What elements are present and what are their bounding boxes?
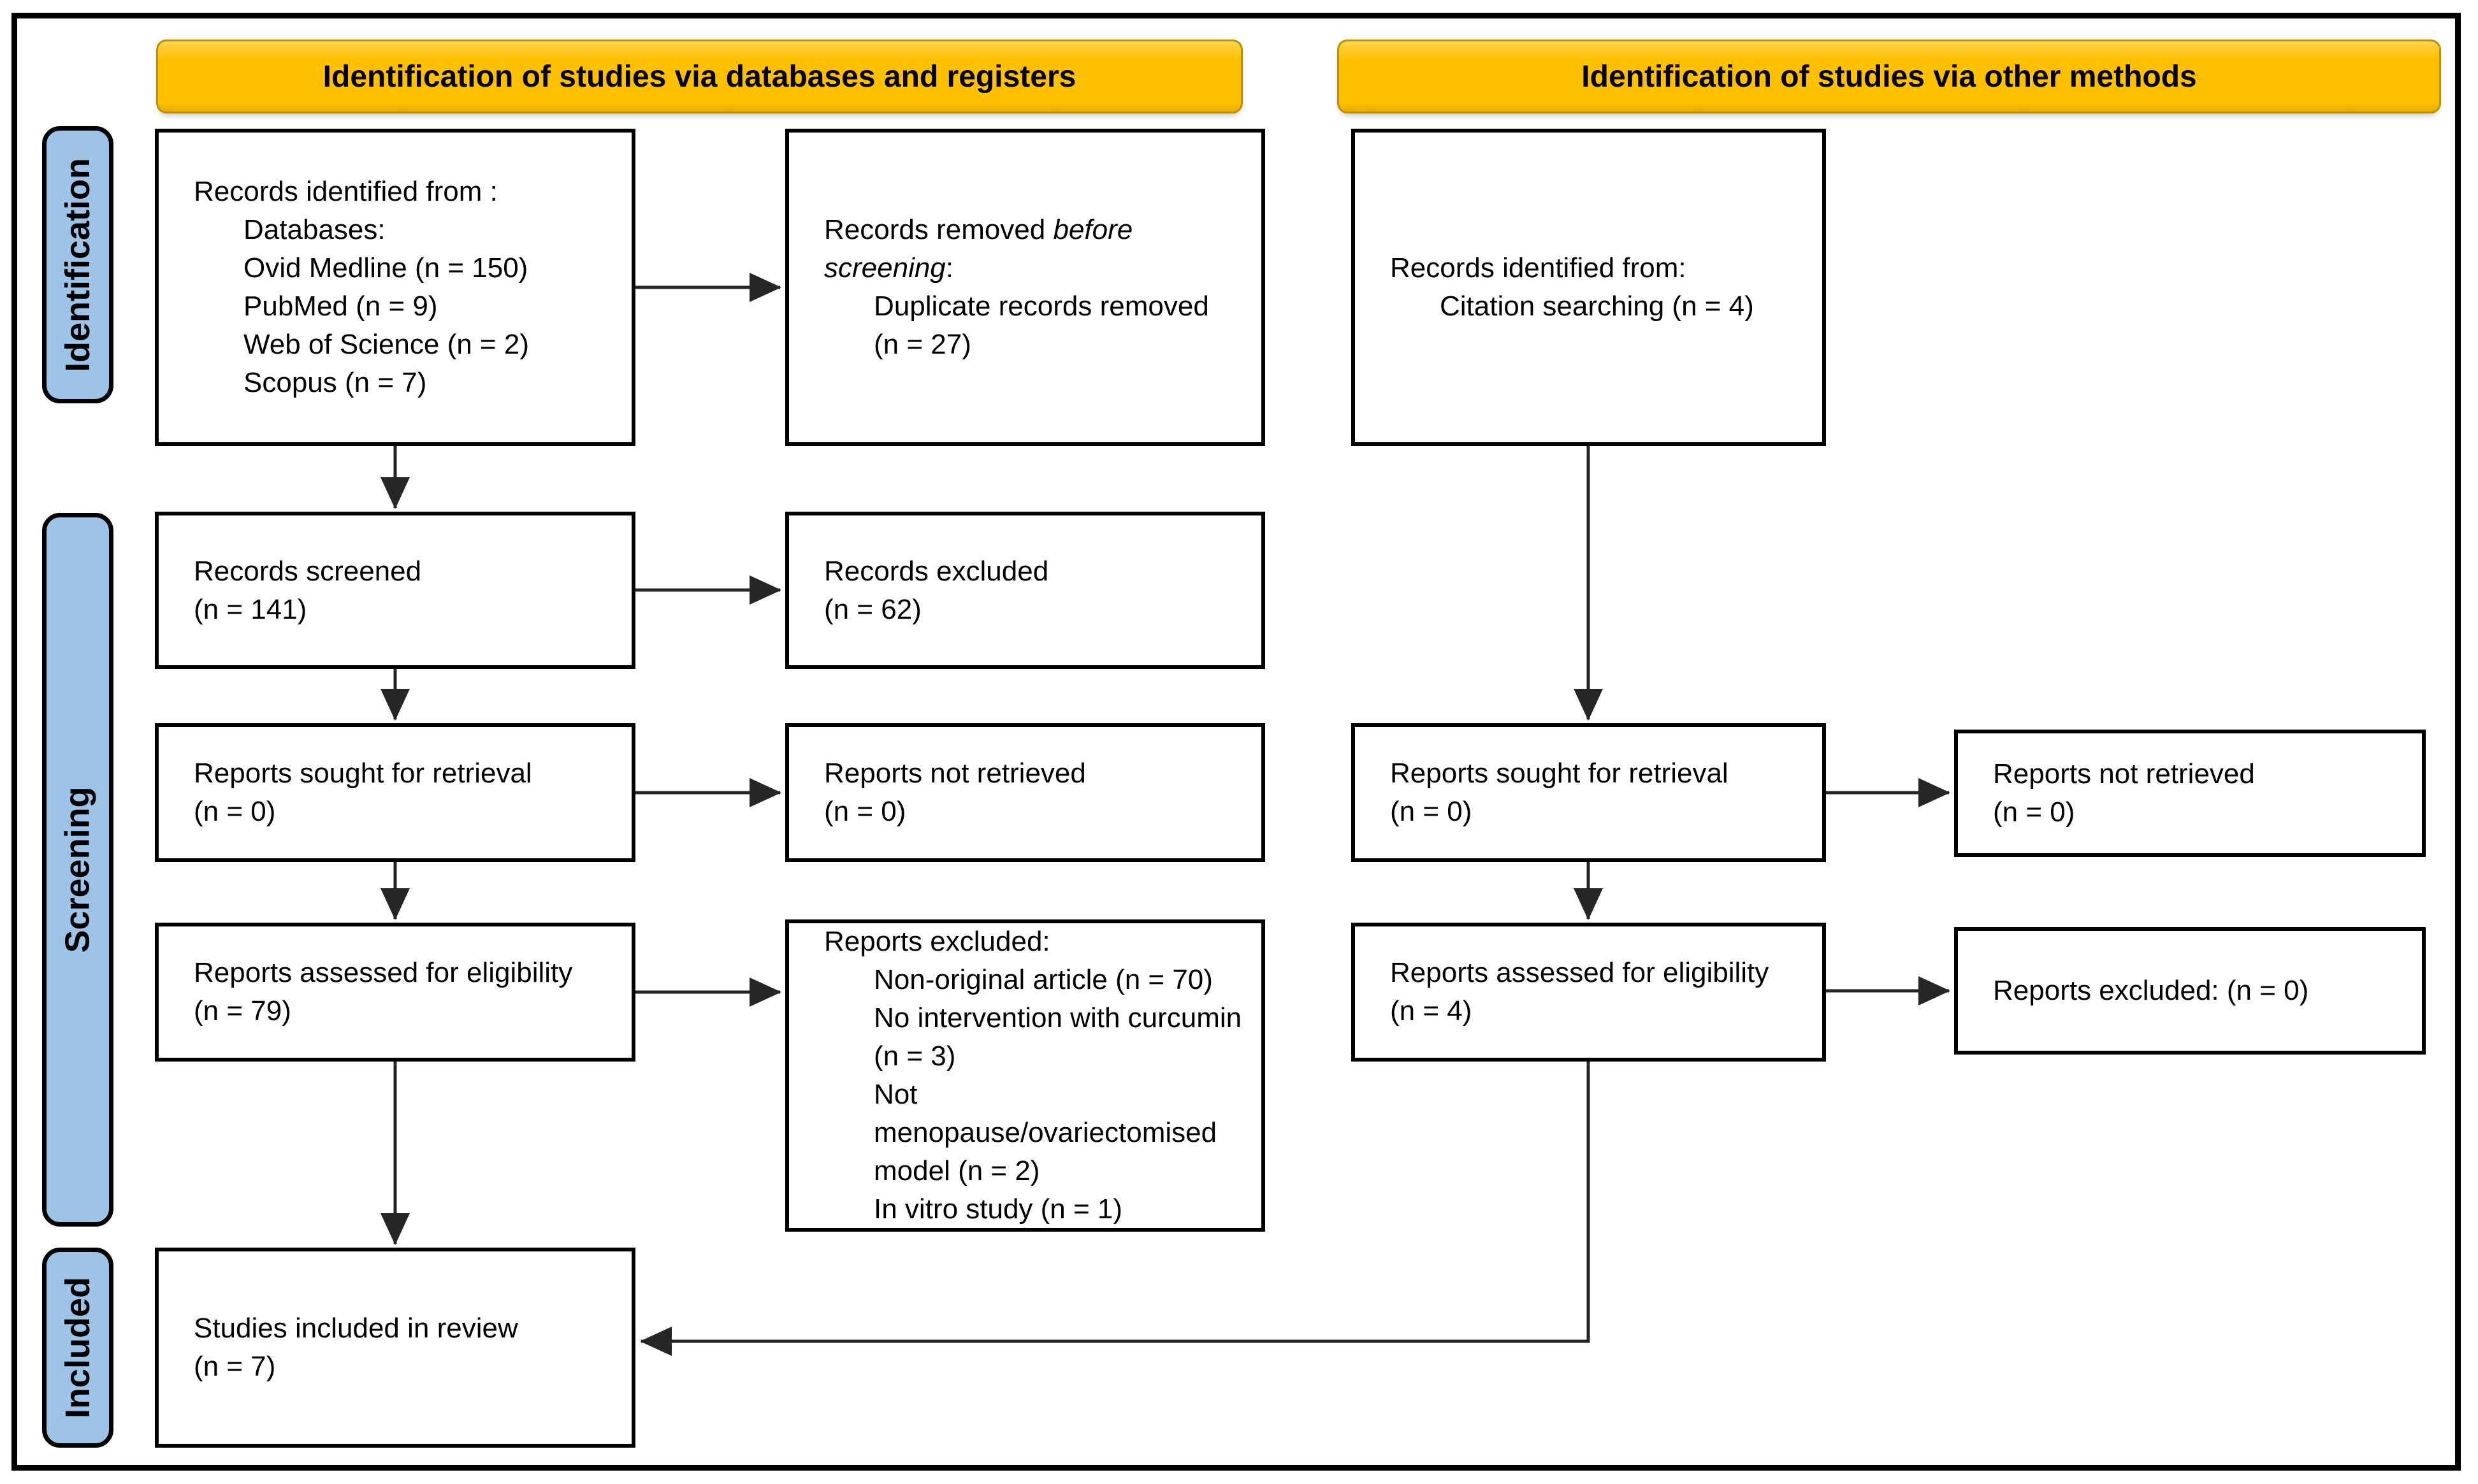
stage-bar-identification: Identification: [42, 126, 113, 403]
box-reports-not-retrieved-right: Reports not retrieved(n = 0): [1954, 730, 2426, 857]
box-reports-sought-left: Reports sought for retrieval(n = 0): [155, 723, 635, 862]
box-records-identified: Records identified from :Databases:Ovid …: [155, 129, 635, 446]
box-reports-sought-right: Reports sought for retrieval(n = 0): [1351, 723, 1826, 862]
stage-bar-screening: Screening: [42, 513, 113, 1227]
box-reports-not-retrieved-left: Reports not retrieved(n = 0): [785, 723, 1265, 862]
box-records-screened: Records screened(n = 141): [155, 512, 635, 669]
box-reports-excluded-right: Reports excluded: (n = 0): [1954, 927, 2426, 1055]
box-reports-assessed-right: Reports assessed for eligibility(n = 4): [1351, 923, 1826, 1062]
box-reports-assessed-left: Reports assessed for eligibility(n = 79): [155, 923, 635, 1062]
outer-frame: [11, 13, 2461, 1471]
stage-bar-identification-label: Identification: [59, 157, 97, 372]
box-studies-included: Studies included in review(n = 7): [155, 1248, 635, 1448]
stage-bar-included: Included: [42, 1248, 113, 1448]
header-databases-registers: Identification of studies via databases …: [156, 40, 1243, 113]
box-records-excluded: Records excluded(n = 62): [785, 512, 1265, 669]
box-records-identified-citation: Records identified from:Citation searchi…: [1351, 129, 1826, 446]
stage-bar-screening-label: Screening: [59, 786, 97, 953]
header-other-methods: Identification of studies via other meth…: [1337, 40, 2441, 113]
stage-bar-included-label: Included: [59, 1276, 98, 1419]
header-databases-label: Identification of studies via databases …: [322, 59, 1076, 94]
box-reports-excluded-reasons: Reports excluded:Non-original article (n…: [785, 919, 1265, 1232]
header-other-methods-label: Identification of studies via other meth…: [1581, 59, 2197, 94]
